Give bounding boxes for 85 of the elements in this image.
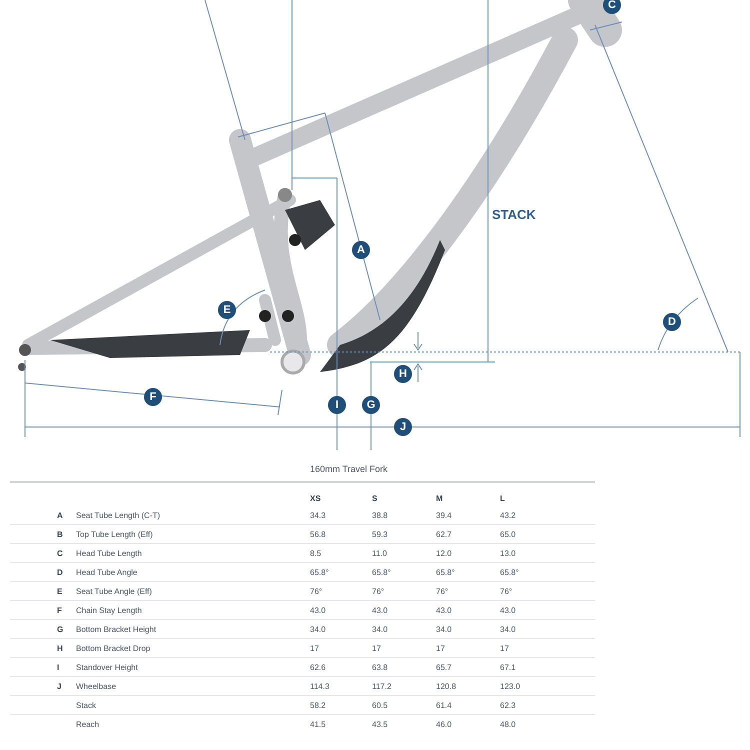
column-header: 160mm Travel Fork [310,463,388,476]
callout-letter: G [362,396,380,414]
row-letter: C [57,548,63,560]
value-cell: 62.6 [310,662,326,674]
callout-letter: E [218,301,236,319]
row-letter: D [57,567,63,579]
value-cell: 65.8° [372,567,391,579]
value-cell: 117.2 [372,681,392,693]
value-cell: 48.0 [500,719,516,731]
value-cell: 65.8° [310,567,329,579]
measurement-name: Stack [76,700,96,712]
callout-letter: H [394,365,412,383]
size-header: L [500,493,505,505]
value-cell: 43.2 [500,510,516,522]
callout-letter: A [352,241,370,259]
measurement-name: Bottom Bracket Drop [76,643,150,655]
value-cell: 8.5 [310,548,322,560]
row-letter: E [57,586,62,598]
value-cell: 62.3 [500,700,516,712]
callout-letter: I [328,396,346,414]
measurement-name: Head Tube Angle [76,567,138,579]
measurement-name: Head Tube Length [76,548,142,560]
value-cell: 65.8° [500,567,519,579]
measurement-name: Top Tube Length (Eff) [76,529,153,541]
value-cell: 43.0 [500,605,516,617]
row-letter: I [57,662,60,674]
value-cell: 65.0 [500,529,516,541]
value-cell: 76° [310,586,322,598]
measurement-name: Seat Tube Angle (Eff) [76,586,152,598]
value-cell: 43.0 [310,605,326,617]
value-cell: 43.0 [372,605,388,617]
row-letter: G [57,624,64,636]
value-cell: 17 [500,643,509,655]
value-cell: 12.0 [436,548,452,560]
value-cell: 34.0 [500,624,516,636]
value-cell: 17 [310,643,319,655]
value-cell: 56.8 [310,529,326,541]
size-header: XS [310,493,321,505]
row-letter: B [57,529,63,541]
value-cell: 63.8 [372,662,388,674]
value-cell: 46.0 [436,719,452,731]
row-letter: A [57,510,63,522]
value-cell: 43.5 [372,719,388,731]
callout-letter: D [663,313,681,331]
value-cell: 38.8 [372,510,388,522]
value-cell: 17 [372,643,381,655]
value-cell: 60.5 [372,700,388,712]
value-cell: 120.8 [436,681,456,693]
measurement-name: Standover Height [76,662,138,674]
value-cell: 17 [436,643,445,655]
measurement-name: Chain Stay Length [76,605,142,617]
value-cell: 76° [500,586,512,598]
size-header: M [436,493,443,505]
measurement-name: Bottom Bracket Height [76,624,156,636]
row-letter: J [57,681,62,693]
value-cell: 76° [372,586,384,598]
value-cell: 67.1 [500,662,516,674]
value-cell: 114.3 [310,681,330,693]
measurement-name: Seat Tube Length (C-T) [76,510,160,522]
size-header: S [372,493,378,505]
value-cell: 39.4 [436,510,452,522]
dimension-label: STACK [492,206,536,224]
value-cell: 59.3 [372,529,388,541]
value-cell: 13.0 [500,548,516,560]
value-cell: 62.7 [436,529,452,541]
value-cell: 65.8° [436,567,455,579]
value-cell: 34.3 [310,510,326,522]
value-cell: 58.2 [310,700,326,712]
value-cell: 11.0 [372,548,387,560]
value-cell: 65.7 [436,662,452,674]
value-cell: 34.0 [372,624,388,636]
row-letter: H [57,643,63,655]
measurement-name: Wheelbase [76,681,116,693]
value-cell: 34.0 [310,624,326,636]
callout-letter: J [394,418,412,436]
value-cell: 34.0 [436,624,452,636]
value-cell: 41.5 [310,719,326,731]
value-cell: 43.0 [436,605,452,617]
value-cell: 76° [436,586,448,598]
callout-letter: C [603,0,621,14]
value-cell: 61.4 [436,700,452,712]
value-cell: 123.0 [500,681,520,693]
row-letter: F [57,605,62,617]
callout-letter: F [144,388,162,406]
measurement-name: Reach [76,719,100,731]
